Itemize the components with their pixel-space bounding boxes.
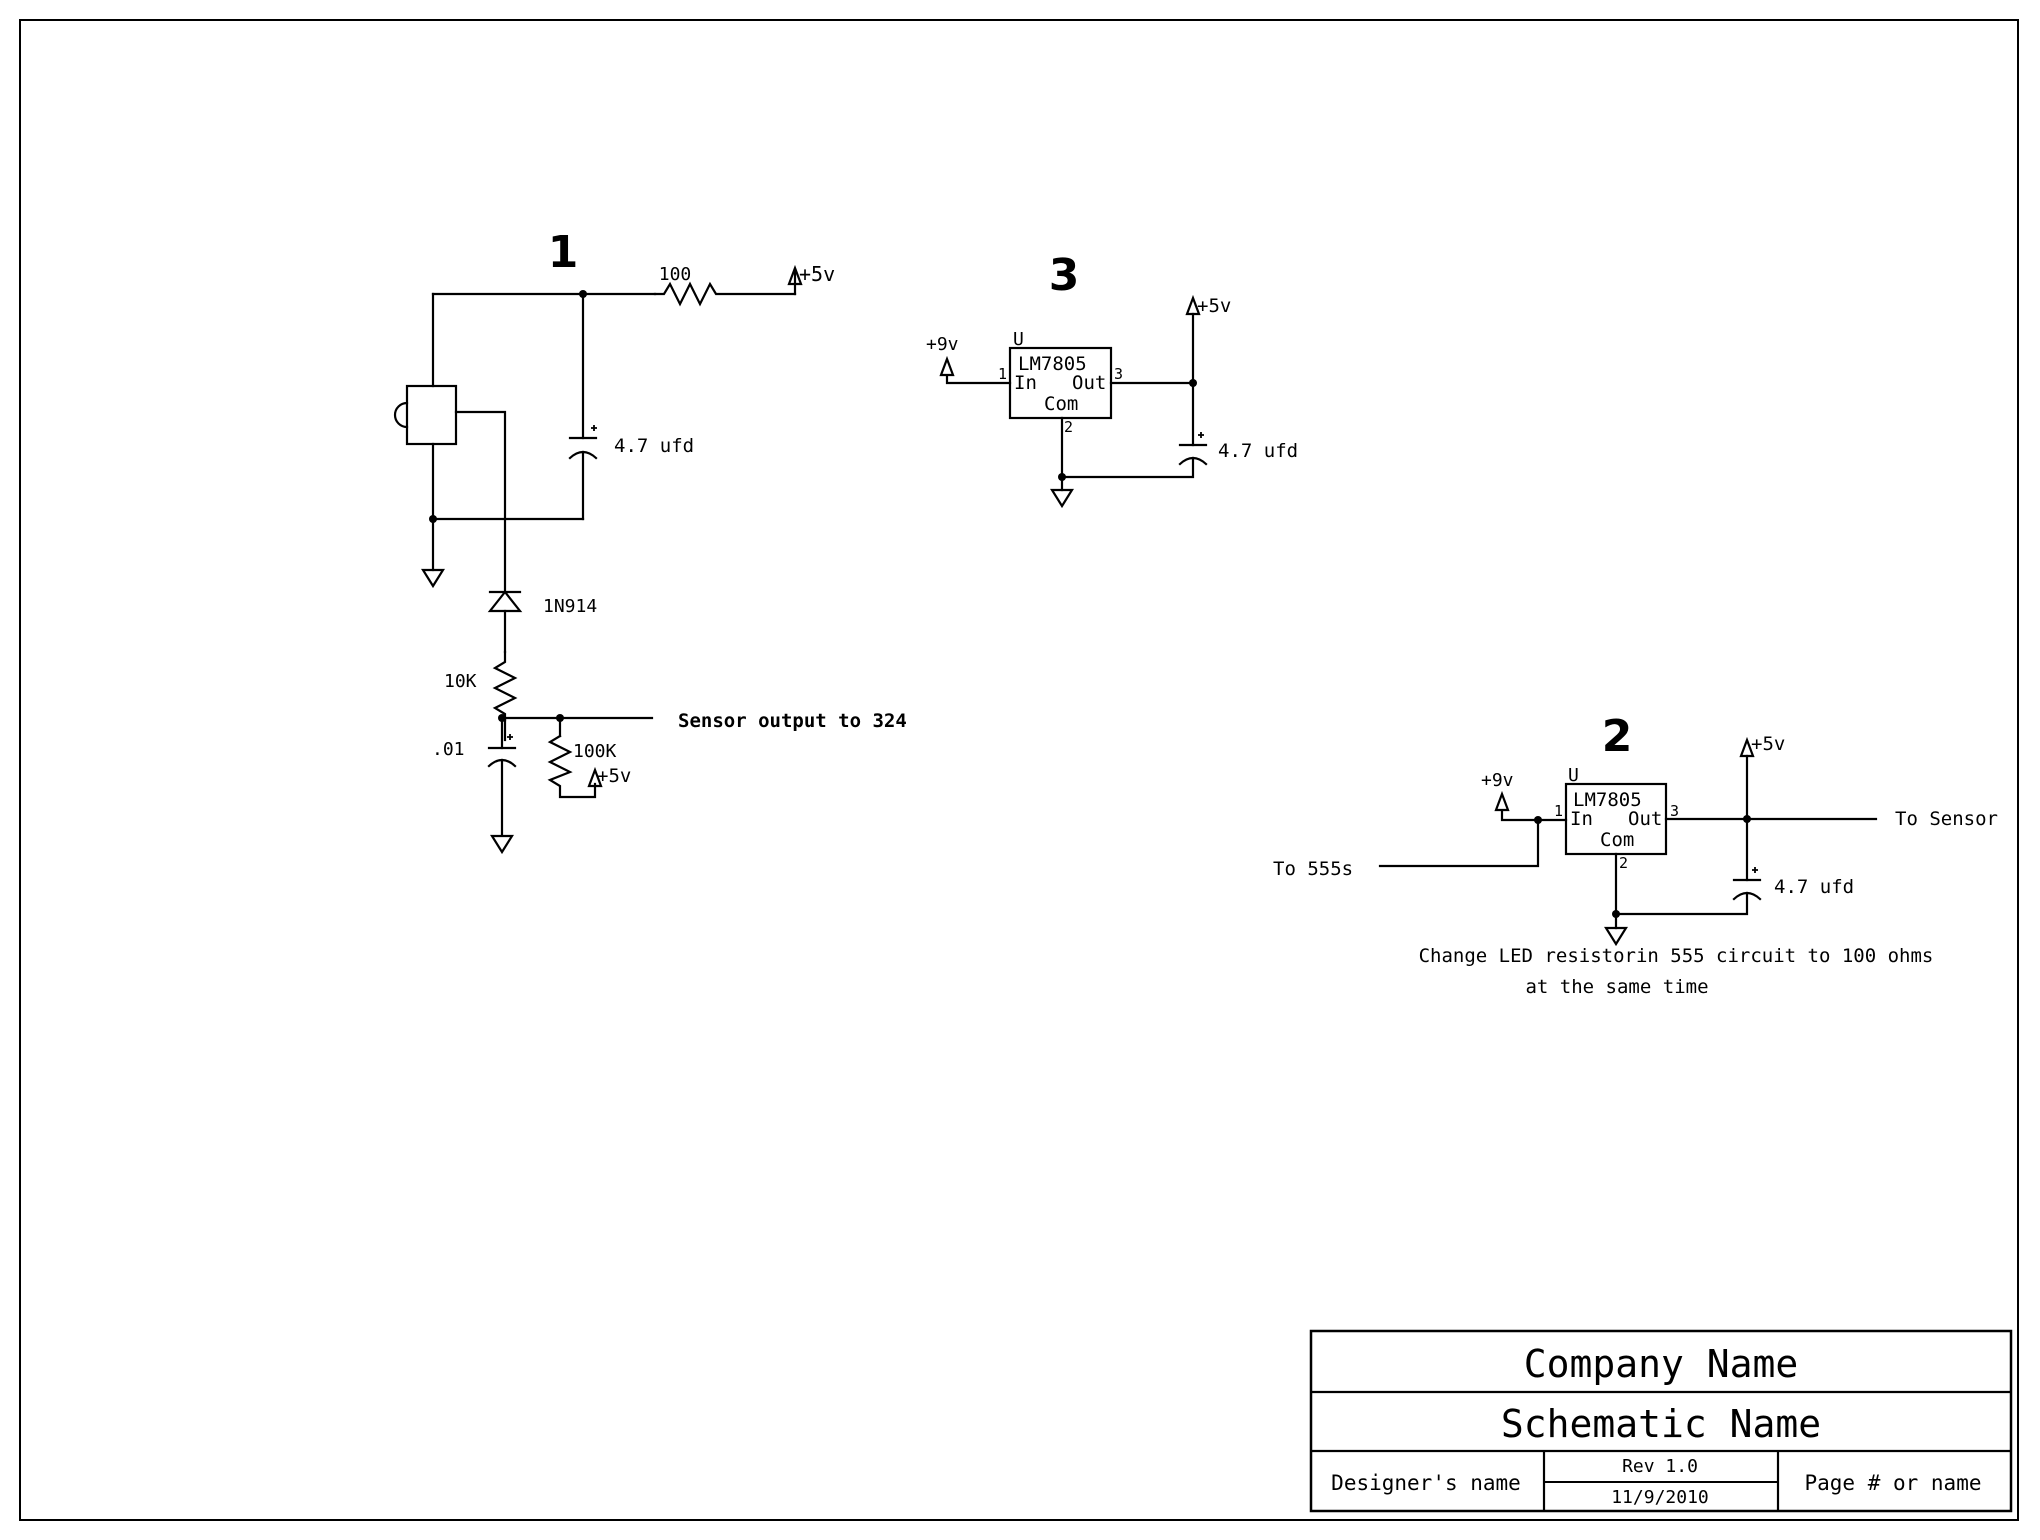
resistor-100 — [653, 281, 797, 307]
diode-label: 1N914 — [543, 596, 597, 617]
sensor-output-label: Sensor output to 324 — [678, 710, 907, 732]
circuit-2-regulator: 2 +9v To 555s U LM7805 In Out Com 1 3 2 … — [1273, 711, 1998, 998]
ground-symbol-2 — [1604, 926, 1628, 947]
designer-name: Designer's name — [1331, 1471, 1521, 1495]
schematic-name: Schematic Name — [1501, 1402, 1821, 1446]
ic-ref-3: U — [1013, 329, 1024, 350]
circuit-3-regulator: 3 +9v U LM7805 In Out Com 1 3 2 +5v 4.7 … — [926, 250, 1298, 509]
supply-5v-arrow-3 — [1185, 294, 1201, 316]
section-number-1: 1 — [548, 227, 579, 278]
resistor-10k-label: 10K — [444, 671, 477, 692]
ic-pin-com-3: Com — [1044, 393, 1078, 415]
ic-pin-in-3: In — [1014, 372, 1037, 394]
capacitor-label-3: 4.7 ufd — [1218, 440, 1298, 462]
ground-symbol-1b — [490, 834, 514, 855]
ic-pin-out-2: Out — [1628, 808, 1662, 830]
supply-5v-arrow-2 — [1739, 736, 1755, 758]
supply-arrow-top — [787, 264, 803, 296]
resistor-100-label: 100 — [659, 264, 692, 285]
ic-ref-2: U — [1568, 765, 1579, 786]
revision: Rev 1.0 — [1622, 1456, 1698, 1477]
to-sensor-label: To Sensor — [1895, 808, 1998, 830]
ic-pin-com-2: Com — [1600, 829, 1634, 851]
company-name: Company Name — [1524, 1342, 1799, 1386]
resistor-10k — [492, 650, 518, 722]
capacitor-label-2: 4.7 ufd — [1774, 876, 1854, 898]
pin-number-3-3: 3 — [1114, 365, 1123, 383]
supply-9v-label-2: +9v — [1481, 770, 1514, 791]
capacitor-001-label: .01 — [432, 739, 465, 760]
page-name: Page # or name — [1804, 1471, 1981, 1495]
note-line-1: Change LED resistorin 555 circuit to 100… — [1419, 945, 1934, 967]
ic-name-2: LM7805 — [1573, 789, 1642, 811]
circuit-1-sensor: 1 100 +5v 4.7 ufd 1N914 10K — [393, 227, 907, 855]
resistor-100k-label: 100K — [573, 741, 617, 762]
pin-number-2-3: 2 — [1064, 418, 1073, 436]
section-number-3: 3 — [1049, 250, 1080, 301]
ic-name-3: LM7805 — [1018, 353, 1087, 375]
ir-sensor — [405, 384, 458, 446]
pin-number-2-2: 2 — [1619, 854, 1628, 872]
sheet-border — [19, 19, 2019, 1521]
ic-pin-out-3: Out — [1072, 372, 1106, 394]
ground-symbol-3 — [1050, 488, 1074, 509]
supply-9v-arrow-2 — [1494, 790, 1540, 822]
date: 11/9/2010 — [1611, 1487, 1709, 1508]
supply-arrow-bottom — [587, 766, 603, 788]
title-block: Company Name Schematic Name Designer's n… — [1309, 1329, 2013, 1513]
section-number-2: 2 — [1602, 711, 1633, 762]
note-line-2: at the same time — [1525, 976, 1708, 998]
supply-5v-label-2: +5v — [1751, 733, 1785, 755]
supply-5v-label-3: +5v — [1197, 295, 1231, 317]
resistor-100k — [547, 734, 597, 799]
pin-number-1-2: 1 — [1554, 802, 1563, 820]
pin-number-3-2: 3 — [1670, 802, 1679, 820]
ic-pin-in-2: In — [1570, 808, 1593, 830]
to-555s-label: To 555s — [1273, 858, 1353, 880]
diode-1n914 — [487, 590, 523, 613]
capacitor-label-1: 4.7 ufd — [614, 435, 694, 457]
supply-label-top: +5v — [799, 262, 835, 286]
supply-9v-arrow-3 — [939, 355, 1012, 385]
supply-9v-label-3: +9v — [926, 334, 959, 355]
ground-symbol-1a — [421, 568, 445, 589]
title-block-frame — [1309, 1329, 2013, 1513]
pin-number-1-3: 1 — [998, 365, 1007, 383]
supply-label-bottom: +5v — [597, 765, 631, 787]
